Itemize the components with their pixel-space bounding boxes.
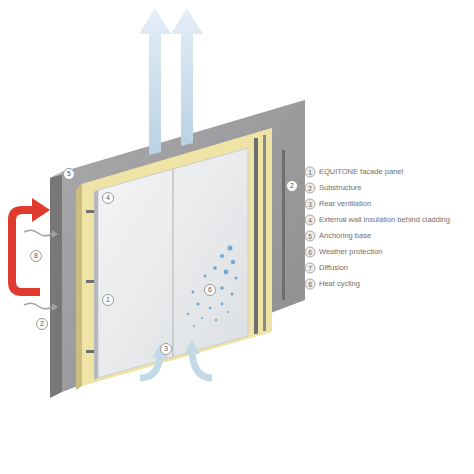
callout-number: 4	[102, 192, 114, 204]
legend-number: 7	[305, 263, 316, 274]
panel-edge	[94, 190, 98, 380]
legend-text: Weather protection	[319, 247, 382, 257]
legend-text: EQUITONE facade panel	[319, 167, 403, 177]
ventilation-arrow	[139, 8, 171, 155]
weather-arrowhead	[52, 230, 58, 238]
facade-panel	[98, 148, 248, 378]
bracket	[86, 210, 94, 213]
legend-text: Substructure	[319, 183, 362, 193]
weather-arrow	[24, 230, 52, 309]
legend-text: Rear ventilation	[319, 199, 371, 209]
legend-text: Diffusion	[319, 263, 348, 273]
callout-number: 6	[204, 284, 216, 296]
legend-number: 8	[305, 279, 316, 290]
substructure-rail	[282, 150, 285, 300]
weather-arrowhead	[52, 303, 58, 311]
bracket	[86, 350, 94, 353]
callout-number: 3	[160, 343, 172, 355]
callout-number: 5	[63, 168, 75, 180]
insulation	[82, 128, 272, 386]
legend-text: Heat cycling	[319, 279, 360, 289]
legend-number: 2	[305, 183, 316, 194]
legend-text: External wall insulation behind cladding	[319, 215, 450, 225]
legend-text: Anchoring base	[319, 231, 371, 241]
wall-edge	[50, 172, 62, 398]
callout-number: 8	[30, 250, 42, 262]
legend-number: 5	[305, 231, 316, 242]
substructure-rail	[263, 135, 266, 331]
callout-number: 2	[36, 318, 48, 330]
legend-number: 1	[305, 167, 316, 178]
diffusion-droplets	[187, 246, 238, 328]
callout-number: 1	[102, 294, 114, 306]
air-intake-arrow	[192, 352, 212, 378]
legend-number: 4	[305, 215, 316, 226]
heat-cycling-arrowhead	[32, 198, 50, 222]
panel-joint	[172, 169, 173, 357]
legend-number: 6	[305, 247, 316, 258]
legend-number: 3	[305, 199, 316, 210]
air-intake-arrow	[140, 356, 160, 378]
callout-number: 2	[286, 180, 298, 192]
bracket	[86, 280, 94, 283]
ventilation-arrow	[171, 8, 203, 146]
substructure-rail	[254, 138, 258, 334]
air-intake-arrow	[184, 340, 200, 354]
insulation-edge	[76, 184, 82, 390]
